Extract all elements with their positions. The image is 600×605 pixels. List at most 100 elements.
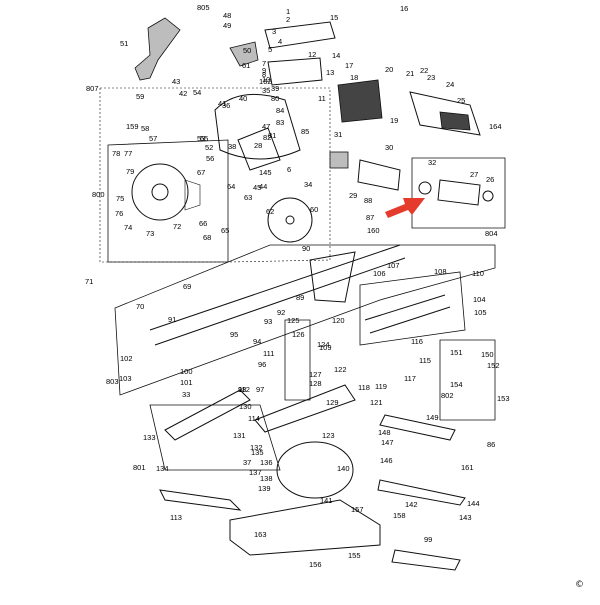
rail-lower	[154, 257, 406, 346]
part-number-label: 101	[180, 378, 193, 387]
saw-blade-part	[267, 197, 313, 243]
part-number-label: 10	[262, 75, 270, 84]
part-number-label: 106	[373, 269, 386, 278]
rail-short-2	[369, 306, 451, 334]
part-number-label: 32	[428, 158, 436, 167]
part-number-label: 100	[180, 367, 193, 376]
part-number-label: 11	[318, 94, 326, 103]
rail-head-part	[309, 251, 356, 303]
part-number-label: 146	[380, 456, 393, 465]
part-number-label: 143	[459, 513, 472, 522]
part-number-label: 28	[254, 141, 262, 150]
part-number-label: 43	[172, 77, 180, 86]
rail-upper	[149, 244, 401, 331]
part-number-label: 802	[441, 391, 454, 400]
part-number-label: 89	[296, 293, 304, 302]
part-number-label: 107	[387, 261, 400, 270]
part-number-label: 93	[264, 317, 272, 326]
rail-short-1	[364, 294, 446, 321]
group-outline-801	[149, 404, 281, 471]
part-number-label: 122	[334, 365, 347, 374]
rotor-part	[437, 179, 481, 206]
part-number-label: 80	[271, 94, 279, 103]
part-number-label: 87	[366, 213, 374, 222]
part-number-label: 63	[244, 193, 252, 202]
part-number-label: 142	[405, 500, 418, 509]
part-number-label: 140	[337, 464, 350, 473]
part-number-label: 804	[485, 229, 498, 238]
part-number-label: 133	[143, 433, 156, 442]
part-number-label: 150	[481, 350, 494, 359]
part-number-label: 23	[427, 73, 435, 82]
part-number-label: 74	[124, 223, 132, 232]
motor-end-part	[409, 91, 481, 136]
stand-part	[391, 549, 461, 571]
part-number-label: 108	[434, 267, 447, 276]
fan-disc-part	[131, 163, 189, 221]
handle-grip-part	[229, 41, 259, 67]
part-number-label: 135	[251, 448, 264, 457]
part-number-label: 60	[310, 205, 318, 214]
saw-blade-hub	[285, 215, 295, 225]
part-number-label: 103	[119, 374, 132, 383]
part-number-label: 116	[411, 337, 423, 346]
part-number-label: 129	[326, 398, 339, 407]
part-number-label: 160	[367, 226, 380, 235]
part-number-label: 39	[271, 84, 279, 93]
part-number-label: 102	[120, 354, 133, 363]
part-number-label: 13	[326, 68, 334, 77]
fence-left-part	[164, 389, 251, 441]
part-number-label: 41	[218, 99, 226, 108]
part-number-label: 149	[426, 413, 439, 422]
part-number-label: 79	[126, 167, 134, 176]
part-number-label: 94	[253, 337, 261, 346]
part-number-label: 29	[349, 191, 357, 200]
part-number-label: 66	[199, 219, 207, 228]
part-number-label: 45	[253, 183, 261, 192]
part-number-label: 49	[223, 21, 231, 30]
part-number-label: 7	[262, 59, 266, 68]
part-number-label: 53	[197, 134, 205, 143]
part-number-label: 121	[370, 398, 383, 407]
part-number-label: 65	[221, 226, 229, 235]
part-number-label: 12	[308, 50, 316, 59]
part-number-label: 69	[183, 282, 191, 291]
part-number-label: 134	[156, 464, 169, 473]
part-number-label: 14	[332, 51, 340, 60]
part-number-label: 5	[268, 45, 272, 54]
part-number-label: 30	[385, 143, 393, 152]
part-number-label: 57	[149, 134, 157, 143]
part-number-label: 110	[472, 269, 484, 278]
part-number-label: 51	[120, 39, 128, 48]
part-number-label: 34	[304, 180, 312, 189]
part-number-label: 85	[301, 127, 309, 136]
group-outline-803	[114, 244, 496, 396]
part-number-label: 52	[205, 143, 213, 152]
part-number-label: 76	[115, 209, 123, 218]
group-outline-rail	[359, 271, 466, 346]
part-number-label: 158	[393, 511, 406, 520]
part-number-label: 161	[461, 463, 474, 472]
part-number-label: 153	[497, 394, 510, 403]
part-number-label: 90	[302, 244, 310, 253]
highlight-arrow	[385, 198, 425, 218]
part-number-label: 151	[450, 348, 463, 357]
part-number-label: 807	[86, 84, 99, 93]
part-number-label: 37	[243, 458, 251, 467]
part-number-label: 126	[292, 330, 305, 339]
upper-guard-part	[214, 93, 301, 160]
part-number-label: 48	[223, 11, 231, 20]
part-number-label: 801	[133, 463, 146, 472]
part-number-label: 105	[474, 308, 487, 317]
part-number-label: 72	[173, 222, 181, 231]
rotor-bearing-end	[482, 190, 494, 202]
part-number-label: 803	[106, 377, 119, 386]
part-number-label: 162	[259, 77, 272, 86]
part-number-label: 20	[385, 65, 393, 74]
part-number-label: 138	[260, 474, 273, 483]
part-number-label: 17	[345, 61, 353, 70]
part-number-label: 147	[381, 438, 394, 447]
part-number-label: 58	[141, 124, 149, 133]
part-number-label: 141	[320, 496, 333, 505]
